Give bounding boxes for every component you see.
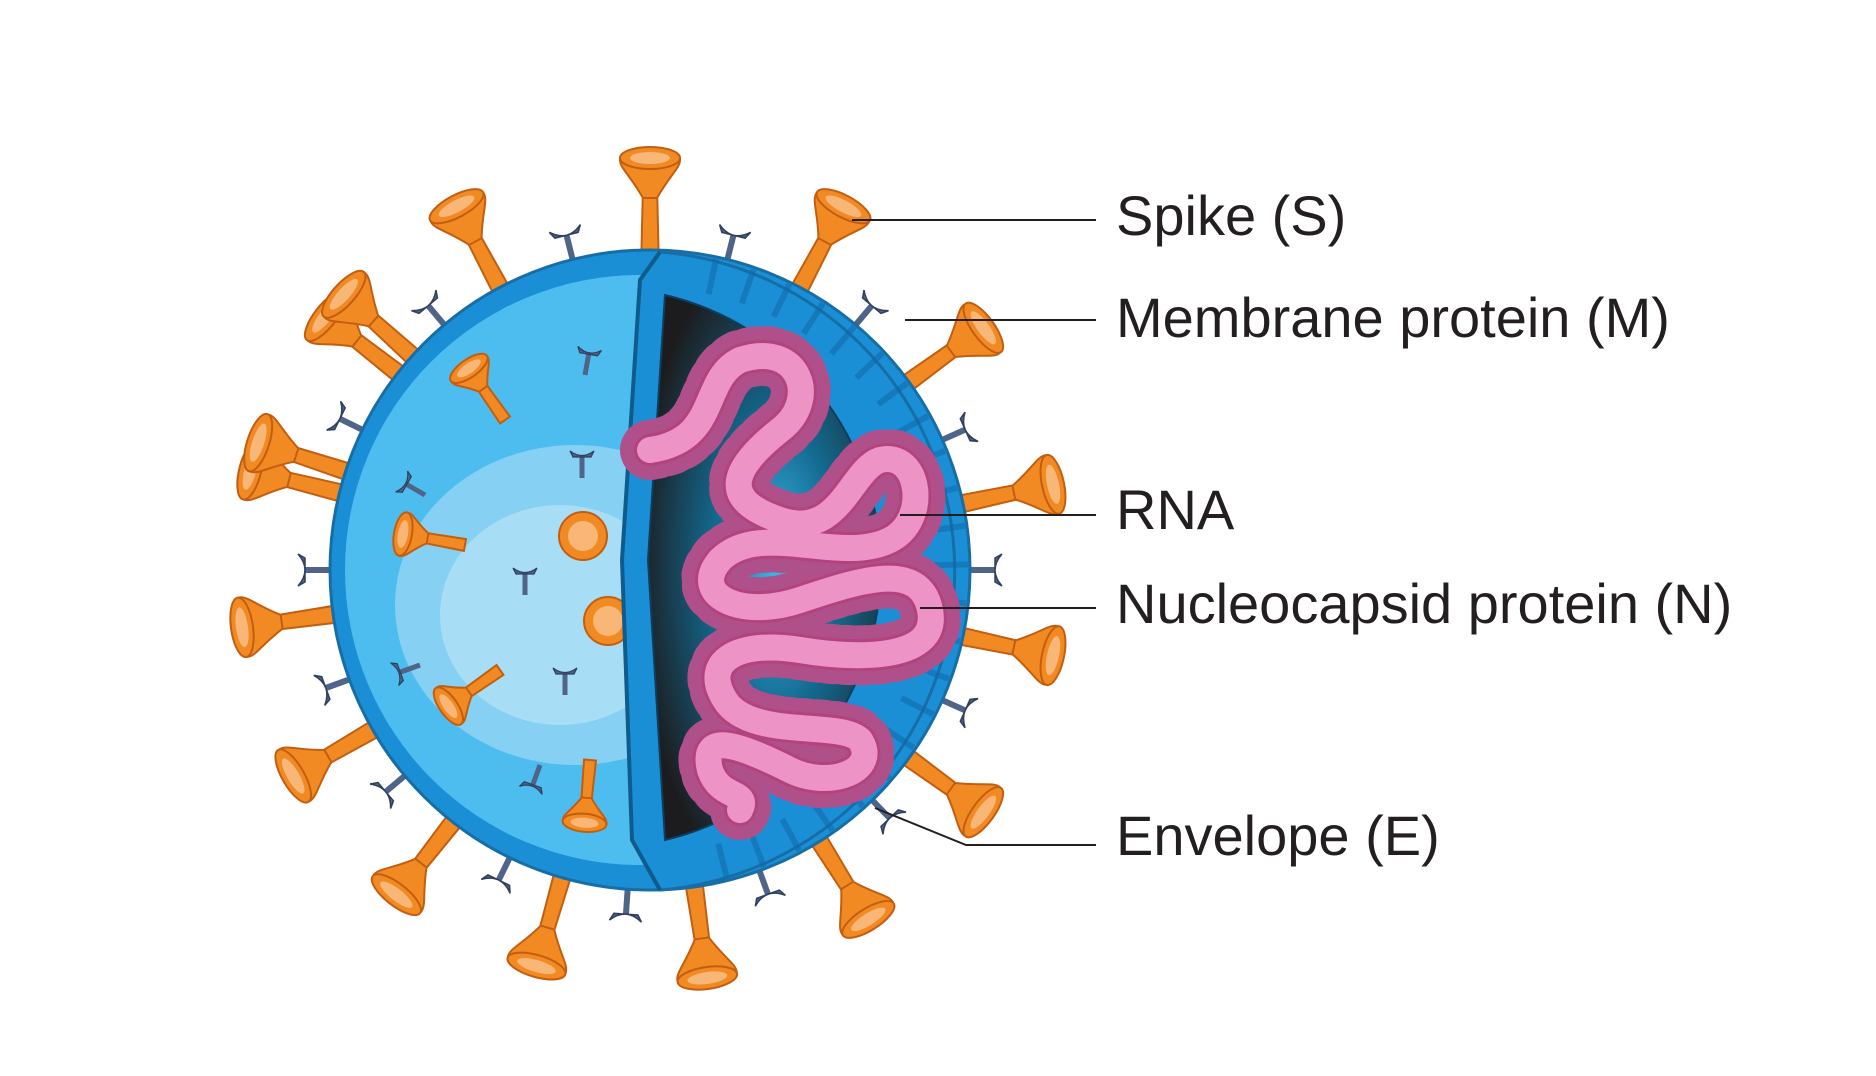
spike-protein: [229, 596, 356, 659]
membrane-protein-front: [519, 764, 543, 795]
spike-label: Spike (S): [1116, 184, 1347, 247]
spike-protein-front: [561, 758, 608, 833]
membrane-protein-front: [390, 662, 421, 686]
leader-lines: [852, 219, 1096, 846]
rna-strand: [620, 326, 961, 840]
spike-protein-head: [558, 511, 608, 561]
membrane-protein-label: Membrane protein (M): [1116, 286, 1670, 349]
rna-label: RNA: [1116, 478, 1235, 541]
envelope-label: Envelope (E): [1116, 804, 1440, 867]
surface-proteins-front: [390, 345, 633, 833]
nucleocapsid-protein-label: Nucleocapsid protein (N): [1116, 572, 1733, 635]
membrane-protein-front: [569, 450, 595, 478]
spike-protein-front: [449, 352, 512, 425]
membrane-protein-front: [512, 567, 538, 595]
spike-protein-front: [392, 511, 468, 557]
membrane-protein-front: [395, 470, 427, 498]
spike-protein-front: [432, 663, 505, 726]
membrane-protein-front: [552, 667, 578, 695]
spike-protein: [940, 453, 1067, 518]
envelope-leader-line: [874, 807, 1096, 846]
membrane-protein-front: [577, 345, 602, 376]
